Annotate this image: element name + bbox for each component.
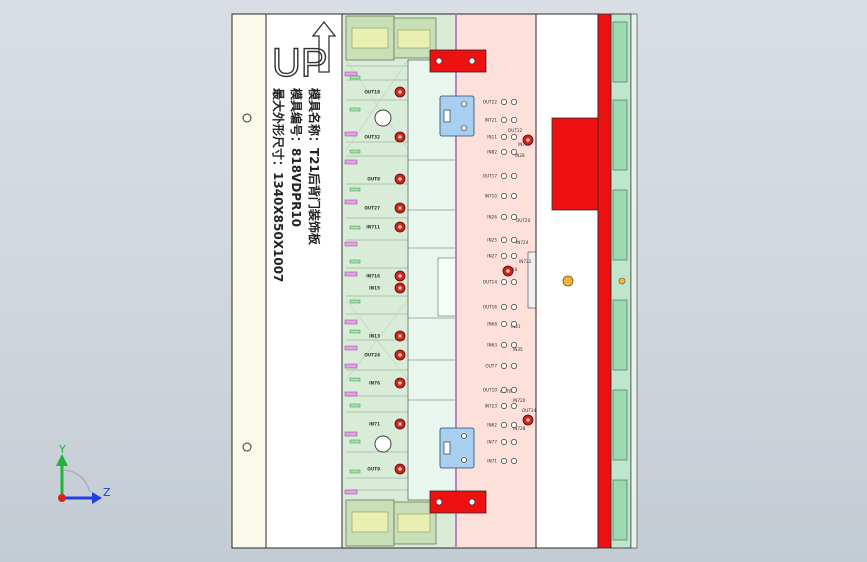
slide-port-marker (501, 279, 507, 285)
pin-label-right: IN721 (485, 118, 498, 123)
pin-label-left: IN76 (369, 381, 380, 386)
slide-port-marker (511, 253, 517, 259)
pin-label-right: IN63 (487, 343, 497, 348)
slide-port-marker (501, 458, 507, 464)
pin-label-left: OUT32 (364, 135, 380, 140)
slide-port-marker (501, 173, 507, 179)
slide-port-marker (511, 304, 517, 310)
pin-label-aux: IN719 (518, 142, 531, 147)
pin-label-right: IN25 (487, 238, 497, 243)
pin-label-aux: IN728 (513, 426, 526, 431)
slide-port-marker (501, 149, 507, 155)
pin-label-right: OUT17 (483, 174, 498, 179)
pin-label-left: OUT8 (367, 177, 380, 182)
slide-port-marker (501, 439, 507, 445)
info-line-name: 模具名称：T21后背门装饰板 (307, 88, 322, 246)
slide-port-marker (511, 149, 517, 155)
pin-label-aux: OUT34 (522, 408, 537, 413)
pin-label-right: OUT22 (483, 100, 498, 105)
info-line-size: 最大外形尺寸：1340X850X1007 (271, 88, 286, 282)
pin-label-right: IN82 (487, 150, 497, 155)
slide-port-marker (501, 193, 507, 199)
pin-label-right: IN710 (485, 194, 498, 199)
pin-label-right: IN723 (485, 404, 498, 409)
pin-label-aux: IN35 (513, 347, 523, 352)
pin-label-right: IN71 (487, 459, 497, 464)
slide-port-marker (511, 458, 517, 464)
pin-label-left: IN71 (369, 422, 380, 427)
slide-port-marker (511, 403, 517, 409)
pin-label-left: OUT9 (367, 467, 380, 472)
slide-port-marker (501, 304, 507, 310)
pin-label-left: IN716 (366, 274, 380, 279)
slide-port-marker (501, 422, 507, 428)
origin-dot (58, 494, 66, 502)
slide-port-marker (511, 193, 517, 199)
slide-port-marker (501, 134, 507, 140)
clamp-blocks (429, 49, 487, 514)
pin-label-left: IN13 (369, 334, 380, 339)
slide-port-marker (501, 237, 507, 243)
slide-port-marker (501, 342, 507, 348)
pin-label-aux: IN21 (511, 324, 521, 329)
pin-label-right: IN11 (487, 135, 497, 140)
pin-label-aux: OUT12 (508, 128, 523, 133)
pin-label-right: OUT16 (483, 305, 498, 310)
slide-port-marker (511, 439, 517, 445)
slide-port-marker (511, 117, 517, 123)
pin-label-left: OUT27 (364, 206, 380, 211)
slide-port-marker (501, 253, 507, 259)
pin-label-right: IN68 (487, 322, 497, 327)
slide-port-marker (511, 363, 517, 369)
pin-label-aux: OUT20 (516, 218, 531, 223)
slide-port-marker (501, 321, 507, 327)
latch-plates (439, 95, 475, 469)
pin-label-aux: IN732 (519, 259, 532, 264)
text-plate (265, 13, 343, 549)
pin-label-aux: IN28 (515, 153, 525, 158)
slide-port-marker (511, 342, 517, 348)
up-arrow-icon (311, 20, 337, 73)
z-axis-label: Z (103, 486, 111, 499)
pin-label-left: OUT24 (364, 353, 380, 358)
slide-port-marker (511, 321, 517, 327)
slide-port-marker (511, 422, 517, 428)
slide-port-marker (511, 387, 517, 393)
pin-label-right: IN62 (487, 423, 497, 428)
y-axis-label: Y (58, 443, 66, 456)
pin-label-right: OUT7 (485, 364, 497, 369)
pin-label-aux: IN724 (516, 240, 529, 245)
pin-label-left: OUT18 (364, 90, 380, 95)
slide-port-marker (511, 237, 517, 243)
slide-port-marker (511, 134, 517, 140)
pin-label-right: OUT10 (483, 388, 498, 393)
slide-port-marker (511, 173, 517, 179)
pin-label-right: OUT14 (483, 280, 498, 285)
pin-label-right: IN26 (487, 215, 497, 220)
up-marker: UP (271, 20, 337, 86)
mold-info: 模具名称：T21后背门装饰板 模具编号：818VDPR10 最大外形尺寸：134… (271, 88, 322, 282)
axis-triad: Y Z (56, 443, 111, 504)
pin-label-left: IN711 (366, 225, 380, 230)
pin-label-right: IN77 (487, 440, 497, 445)
pin-label-right: IN27 (487, 254, 497, 259)
left-plate (231, 13, 267, 549)
slide-port-marker (501, 387, 507, 393)
slide-port-marker (501, 117, 507, 123)
pin-label-aux: IN720 (513, 398, 526, 403)
slide-port-marker (511, 279, 517, 285)
slide-port-marker (501, 214, 507, 220)
slide-port-marker (501, 99, 507, 105)
slide-port-marker (501, 403, 507, 409)
info-line-number: 模具编号：818VDPR10 (289, 88, 304, 227)
pin-label-left: IN15 (369, 286, 380, 291)
slide-port-marker (511, 214, 517, 220)
slide-port-marker (501, 363, 507, 369)
mold-assembly: OUT18OUT32OUT8OUT27IN711IN716IN15IN13OUT… (231, 13, 638, 549)
slide-port-marker (511, 99, 517, 105)
